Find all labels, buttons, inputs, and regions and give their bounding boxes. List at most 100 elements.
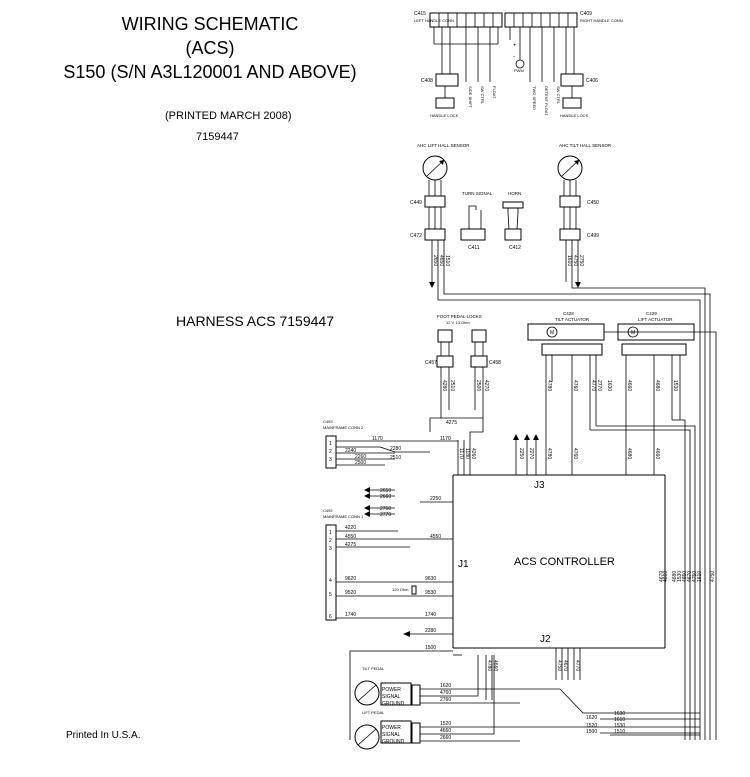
svg-text:4750: 4750 — [692, 571, 698, 582]
svg-text:2510: 2510 — [449, 380, 455, 391]
right-bundle-labels: 4670 4660 4680 1530 4650 4670 4750 1610 … — [659, 571, 716, 582]
svg-text:1520: 1520 — [440, 721, 451, 727]
svg-text:1510: 1510 — [614, 729, 625, 735]
svg-text:1620: 1620 — [586, 715, 597, 721]
svg-text:-: - — [513, 54, 515, 60]
svg-text:LIFT PEDAL: LIFT PEDAL — [362, 710, 385, 715]
c409-label: C409 — [580, 11, 592, 17]
svg-text:4760: 4760 — [572, 448, 578, 459]
svg-text:4660: 4660 — [492, 660, 498, 671]
svg-text:C499: C499 — [587, 233, 599, 239]
svg-text:AHC LIFT HALL SENSOR: AHC LIFT HALL SENSOR — [417, 143, 470, 148]
svg-text:POWER: POWER — [382, 725, 401, 731]
svg-text:1530: 1530 — [672, 380, 678, 391]
svg-text:GROUND: GROUND — [382, 701, 405, 707]
tilt-actuator: C428 TILT ACTUATOR M 4780 4760 4770 2770… — [527, 311, 612, 450]
j2-label: J2 — [540, 634, 551, 645]
svg-text:1740: 1740 — [345, 612, 356, 618]
j1-label: J1 — [458, 559, 469, 570]
svg-text:4750: 4750 — [710, 571, 716, 582]
lift-pedal: LIFT PEDAL POWER SIGNAL GROUND — [354, 710, 421, 750]
svg-text:4680: 4680 — [672, 571, 678, 582]
svg-text:4670: 4670 — [687, 571, 693, 582]
svg-text:2280: 2280 — [425, 628, 436, 634]
mainframe-conn-1: C492 MAINFRAME CONN 1 123 456 — [323, 508, 364, 621]
acs-controller-box: J3 J1 J2 ACS CONTROLLER — [452, 474, 666, 649]
mainframe-conn-2: C493 MAINFRAME CONN 2 123 — [323, 419, 364, 469]
svg-text:1530: 1530 — [614, 723, 625, 729]
svg-text:4660: 4660 — [663, 571, 669, 582]
svg-text:M: M — [631, 330, 635, 336]
svg-text:4670: 4670 — [562, 660, 568, 671]
svg-text:C493: C493 — [323, 419, 333, 424]
svg-text:4550: 4550 — [430, 534, 441, 540]
svg-text:9620: 9620 — [345, 576, 356, 582]
svg-text:MAINFRAME CONN 1: MAINFRAME CONN 1 — [323, 514, 364, 519]
svg-text:1610: 1610 — [614, 717, 625, 723]
svg-text:C492: C492 — [323, 508, 333, 513]
svg-text:1630: 1630 — [614, 711, 625, 717]
svg-text:2260: 2260 — [355, 454, 366, 460]
svg-text:4750: 4750 — [556, 660, 562, 671]
svg-text:2: 2 — [329, 538, 332, 544]
c409-desc: RIGHT HANDLE CONN — [580, 18, 623, 23]
svg-text:2510: 2510 — [390, 455, 401, 461]
svg-text:4220: 4220 — [345, 525, 356, 531]
svg-text:1530: 1530 — [677, 571, 683, 582]
svg-text:4780: 4780 — [546, 380, 552, 391]
svg-text:1610: 1610 — [697, 571, 703, 582]
svg-text:4660: 4660 — [654, 448, 660, 459]
right-handle-connector: C409 RIGHT HANDLE CONN — [504, 11, 623, 28]
svg-text:9530: 9530 — [425, 590, 436, 596]
svg-text:+: + — [513, 43, 517, 49]
svg-text:SIDE SHIFT: SIDE SHIFT — [468, 86, 473, 109]
svg-text:4280: 4280 — [441, 380, 447, 391]
svg-text:M: M — [550, 330, 554, 336]
svg-text:4260: 4260 — [470, 448, 476, 459]
svg-text:TURN SIGNAL: TURN SIGNAL — [462, 191, 493, 196]
svg-text:1170: 1170 — [440, 436, 451, 442]
svg-text:C412: C412 — [509, 245, 521, 251]
svg-text:4770: 4770 — [590, 380, 596, 391]
harness-label: HARNESS ACS 7159447 — [176, 313, 334, 329]
svg-text:1510: 1510 — [444, 255, 450, 266]
svg-text:GROUND: GROUND — [382, 739, 405, 745]
svg-text:4750: 4750 — [572, 255, 578, 266]
handle-lock-left-label: HANDLE LOCK — [430, 113, 459, 118]
svg-text:1: 1 — [329, 441, 332, 447]
svg-text:2770: 2770 — [380, 512, 391, 518]
svg-text:4270: 4270 — [483, 380, 489, 391]
schematic-model: S150 (S/N A3L120001 AND ABOVE) — [63, 62, 357, 82]
foot-pedal-locks: FOOT PEDAL LOCKS 12 V 13 Ohm C457 C458 4… — [425, 314, 501, 426]
svg-text:LIFT ACTUATOR: LIFT ACTUATOR — [638, 317, 673, 322]
resistor: 120 Ohm — [392, 585, 417, 595]
svg-text:2: 2 — [329, 449, 332, 455]
svg-text:C429: C429 — [646, 311, 657, 316]
c415-desc: LEFT HANDLE CONN — [414, 18, 454, 23]
svg-text:4650: 4650 — [438, 255, 444, 266]
svg-text:PWM: PWM — [514, 68, 524, 73]
svg-text:9630: 9630 — [425, 576, 436, 582]
svg-text:1610: 1610 — [566, 255, 572, 266]
svg-text:TILT PEDAL: TILT PEDAL — [362, 666, 385, 671]
svg-text:C450: C450 — [587, 200, 599, 206]
svg-text:12 V 13 Ohm: 12 V 13 Ohm — [446, 320, 470, 325]
svg-text:4760: 4760 — [440, 690, 451, 696]
svg-text:2660: 2660 — [440, 735, 451, 741]
svg-text:FOOT PEDAL LOCKS: FOOT PEDAL LOCKS — [437, 314, 482, 319]
svg-text:FLOAT: FLOAT — [492, 86, 497, 99]
svg-text:5: 5 — [329, 592, 332, 598]
part-number: 7159447 — [196, 131, 239, 143]
svg-text:DETENT FLOAT: DETENT FLOAT — [544, 86, 549, 116]
svg-text:2750: 2750 — [578, 255, 584, 266]
turn-signal-horn: TURN SIGNAL HORN C411 C412 — [460, 191, 524, 251]
j3-label: J3 — [534, 480, 545, 491]
svg-text:C406: C406 — [586, 78, 598, 84]
printed-date: (PRINTED MARCH 2008) — [165, 110, 292, 122]
svg-text:1620: 1620 — [440, 683, 451, 689]
svg-text:TILT ACTUATOR: TILT ACTUATOR — [555, 317, 590, 322]
svg-text:AHC TILT HALL SENSOR: AHC TILT HALL SENSOR — [559, 143, 612, 148]
svg-text:C472: C472 — [410, 233, 422, 239]
c408-connector: C408 HANDLE LOCK — [421, 73, 459, 118]
